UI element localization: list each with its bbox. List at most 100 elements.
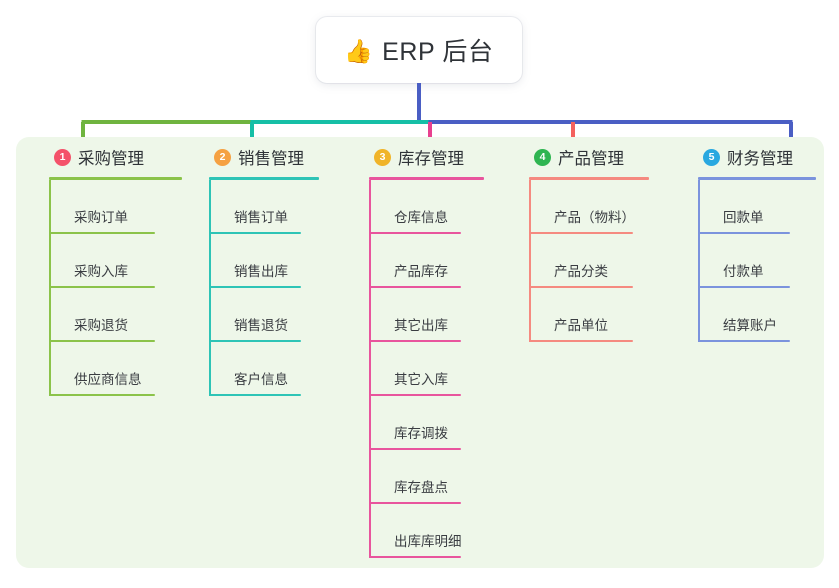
branch-item-rule [209,394,301,396]
branch-item[interactable]: 采购入库 [49,234,191,288]
branch-item-label: 付款单 [723,264,764,279]
branch-title-4: 产品管理 [558,150,624,168]
branch-item[interactable]: 仓库信息 [369,180,511,234]
branch-rule-2 [209,177,319,180]
branch-item-rule [369,502,461,504]
branch-spine-4 [529,180,531,342]
branch-badge-1: 1 [54,148,71,166]
branch-column-2: 2 销售管理 销售订单销售出库销售退货客户信息 [201,137,351,396]
thumbs-up-icon: 👍 [344,37,374,64]
branch-badge-3: 3 [374,148,391,166]
branch-items-2: 销售订单销售出库销售退货客户信息 [209,180,351,396]
branch-item-rule [529,232,633,234]
branch-item[interactable]: 结算账户 [698,288,830,342]
branch-item-rule [369,340,461,342]
branch-item-label: 销售退货 [234,318,288,333]
branch-item-label: 结算账户 [723,318,777,333]
branch-item[interactable]: 销售出库 [209,234,351,288]
branch-item-label: 客户信息 [234,372,288,387]
root-node-content: 👍 ERP 后台 [344,32,493,68]
branch-item-rule [369,394,461,396]
branch-item-label: 回款单 [723,210,764,225]
branch-item[interactable]: 付款单 [698,234,830,288]
branch-header-1[interactable]: 1 采购管理 [41,137,191,177]
branch-item-label: 库存盘点 [394,480,448,495]
branches-panel [16,137,824,568]
branch-item[interactable]: 产品（物料） [529,180,681,234]
branch-columns: 1 采购管理 采购订单采购入库采购退货供应商信息 2 销售管理 销售订单销售出库… [16,137,824,568]
branch-item[interactable]: 产品分类 [529,234,681,288]
branch-item-label: 销售订单 [234,210,288,225]
branch-badge-4: 4 [534,148,551,166]
branch-item[interactable]: 采购订单 [49,180,191,234]
branch-header-2[interactable]: 2 销售管理 [201,137,351,177]
branch-rule-1 [49,177,182,180]
branch-item-rule [369,448,461,450]
branch-item[interactable]: 库存调拨 [369,396,511,450]
branch-item-label: 出库库明细 [394,534,462,549]
branch-item-label: 产品（物料） [554,210,635,225]
branch-item[interactable]: 供应商信息 [49,342,191,396]
branch-item[interactable]: 销售订单 [209,180,351,234]
branch-item-label: 采购入库 [74,264,128,279]
branch-spine-2 [209,180,211,396]
branch-item-rule [698,286,790,288]
branch-title-1: 采购管理 [78,150,144,168]
branch-header-4[interactable]: 4 产品管理 [521,137,681,177]
branch-item[interactable]: 其它入库 [369,342,511,396]
branch-item-rule [209,232,301,234]
branch-spine-5 [698,180,700,342]
branch-item[interactable]: 回款单 [698,180,830,234]
branch-item-rule [369,232,461,234]
branch-badge-5: 5 [703,148,720,166]
branch-title-5: 财务管理 [727,150,793,168]
branch-item-label: 供应商信息 [74,372,142,387]
branch-item-label: 产品单位 [554,318,608,333]
branch-items-4: 产品（物料） 产品分类产品单位 [529,180,681,342]
branch-title-2: 销售管理 [238,150,304,168]
branch-items-3: 仓库信息产品库存其它出库其它入库库存调拨库存盘点出库库明细 [369,180,511,558]
branch-item-rule [49,232,155,234]
branch-items-5: 回款单付款单结算账户 [698,180,830,342]
branch-item[interactable]: 出库库明细 [369,504,511,558]
branch-item-rule [529,340,633,342]
branch-item[interactable]: 其它出库 [369,288,511,342]
branch-item-rule [209,340,301,342]
branch-item[interactable]: 采购退货 [49,288,191,342]
branch-item-label: 库存调拨 [394,426,448,441]
branch-rule-4 [529,177,649,180]
branch-header-3[interactable]: 3 库存管理 [361,137,511,177]
branch-column-4: 4 产品管理 产品（物料） 产品分类产品单位 [521,137,681,342]
branch-item-rule [529,286,633,288]
branch-item-rule [209,286,301,288]
root-node-title: ERP 后台 [382,38,494,66]
branch-item-rule [49,340,155,342]
branch-item[interactable]: 客户信息 [209,342,351,396]
branch-item-label: 采购订单 [74,210,128,225]
branch-item[interactable]: 库存盘点 [369,450,511,504]
branch-rule-3 [369,177,484,180]
branch-item-label: 仓库信息 [394,210,448,225]
branch-item[interactable]: 产品单位 [529,288,681,342]
branch-item[interactable]: 产品库存 [369,234,511,288]
branch-item-label: 其它入库 [394,372,448,387]
branch-title-3: 库存管理 [398,150,464,168]
branch-column-3: 3 库存管理 仓库信息产品库存其它出库其它入库库存调拨库存盘点出库库明细 [361,137,511,558]
branch-spine-1 [49,180,51,396]
branch-item-rule [698,340,790,342]
branch-items-1: 采购订单采购入库采购退货供应商信息 [49,180,191,396]
root-node[interactable]: 👍 ERP 后台 [316,17,522,83]
branch-item-rule [369,286,461,288]
branch-rule-5 [698,177,816,180]
branch-spine-3 [369,180,371,558]
branch-item-label: 销售出库 [234,264,288,279]
branch-item-rule [369,556,461,558]
branch-item-rule [49,394,155,396]
branch-item[interactable]: 销售退货 [209,288,351,342]
branch-item-label: 产品库存 [394,264,448,279]
branch-header-5[interactable]: 5 财务管理 [690,137,830,177]
branch-column-1: 1 采购管理 采购订单采购入库采购退货供应商信息 [41,137,191,396]
branch-item-label: 其它出库 [394,318,448,333]
branch-item-label: 采购退货 [74,318,128,333]
